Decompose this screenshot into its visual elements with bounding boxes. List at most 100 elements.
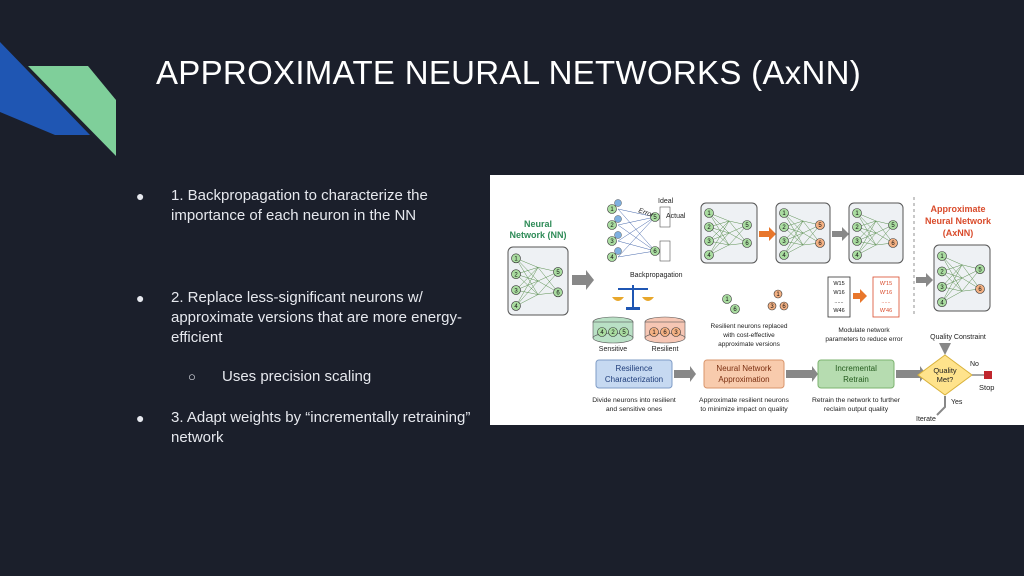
neuron-node [937, 266, 947, 277]
neuron-node [660, 327, 670, 337]
backprop-label: Backpropagation [630, 272, 683, 279]
neuron-node [704, 250, 714, 260]
neuron-node [815, 238, 825, 248]
neuron-node [619, 327, 629, 337]
neuron-label: 4 [707, 253, 711, 259]
neuron-label: 5 [653, 215, 657, 221]
neuron-node [779, 208, 789, 218]
neuron-label: 4 [940, 300, 944, 306]
no-label: No [970, 361, 979, 368]
arrow-icon [936, 396, 946, 416]
neuron-node [607, 236, 617, 246]
neuron-node [511, 269, 521, 279]
slide-title: APPROXIMATE NEURAL NETWORKS (AxNN) [156, 54, 862, 91]
arrow-icon [759, 227, 776, 241]
neuron-node [779, 250, 789, 260]
error-label: Error [637, 207, 655, 219]
neuron-label: 5 [745, 223, 749, 229]
neuron-label: 6 [653, 249, 657, 255]
neuron-node [614, 231, 622, 239]
neuron-label: 1 [707, 211, 711, 217]
ideal-label: Ideal [658, 198, 674, 205]
balance-scale-icon [612, 285, 654, 310]
actual-label: Actual [666, 213, 686, 220]
stop-label: Stop [979, 383, 994, 392]
neuron-label: 1 [776, 292, 780, 298]
bullet-marker: ● [136, 410, 145, 426]
resilient-label: Resilient [652, 346, 679, 353]
weight-entry: ...... [881, 299, 891, 305]
neuron-label: 4 [782, 253, 786, 259]
neuron-node [511, 285, 521, 295]
neuron-label: 3 [770, 304, 774, 310]
neuron-node [553, 267, 563, 277]
iterate-label: Iterate [916, 416, 936, 423]
neuron-label: 2 [707, 225, 711, 231]
neuron-label: 3 [707, 239, 711, 245]
neuron-label: 6 [663, 330, 667, 336]
neuron-node [767, 301, 777, 311]
neuron-label: 1 [514, 257, 518, 263]
weight-entry: W'16 [880, 290, 892, 296]
neuron-node [650, 212, 660, 222]
neuron-label: 2 [782, 225, 786, 231]
neuron-node [704, 208, 714, 218]
neuron-node [852, 222, 862, 232]
neuron-label: 4 [610, 255, 614, 261]
arrow-icon [896, 366, 926, 382]
neuron-label: 2 [611, 330, 615, 336]
neuron-node [553, 287, 563, 298]
neuron-label: 5 [556, 270, 560, 276]
neuron-node [937, 251, 947, 261]
neuron-node [779, 222, 789, 232]
neuron-node [888, 220, 898, 230]
neuron-node [742, 238, 752, 248]
neuron-label: 2 [610, 223, 614, 229]
neuron-node [650, 246, 660, 256]
neuron-label: 1 [725, 297, 729, 303]
bullet-marker: ● [136, 290, 145, 306]
yes-label: Yes [951, 399, 963, 406]
bullet-text: 3. Adapt weights by “incrementally retra… [171, 409, 471, 446]
neuron-label: 2 [514, 272, 518, 278]
neuron-label: 5 [622, 330, 626, 336]
neuron-node [852, 250, 862, 260]
arrow-icon [832, 227, 849, 241]
neuron-node [607, 204, 617, 214]
neuron-label: 3 [610, 239, 614, 245]
neuron-label: 6 [818, 241, 822, 247]
neuron-label: 1 [855, 211, 859, 217]
neuron-node [779, 236, 789, 246]
bullet-text: Uses precision scaling [222, 368, 372, 385]
arrow-icon [916, 273, 933, 287]
neuron-node [852, 236, 862, 246]
neuron-node [975, 284, 985, 294]
neuron-node [852, 208, 862, 218]
corner-decoration [0, 42, 116, 156]
neuron-label: 3 [674, 330, 678, 336]
neuron-label: 3 [940, 285, 944, 291]
neuron-node [614, 247, 622, 255]
neuron-node [730, 304, 740, 314]
weight-entry: ...... [834, 299, 844, 305]
neuron-label: 6 [782, 304, 786, 310]
neuron-label: 4 [855, 253, 859, 259]
neuron-label: 1 [940, 254, 944, 260]
neuron-node [704, 236, 714, 246]
bullet-text: 1. Backpropagation to characterize the i… [171, 187, 428, 224]
neuron-label: 3 [855, 239, 859, 245]
weight-entry: W15 [833, 281, 844, 287]
